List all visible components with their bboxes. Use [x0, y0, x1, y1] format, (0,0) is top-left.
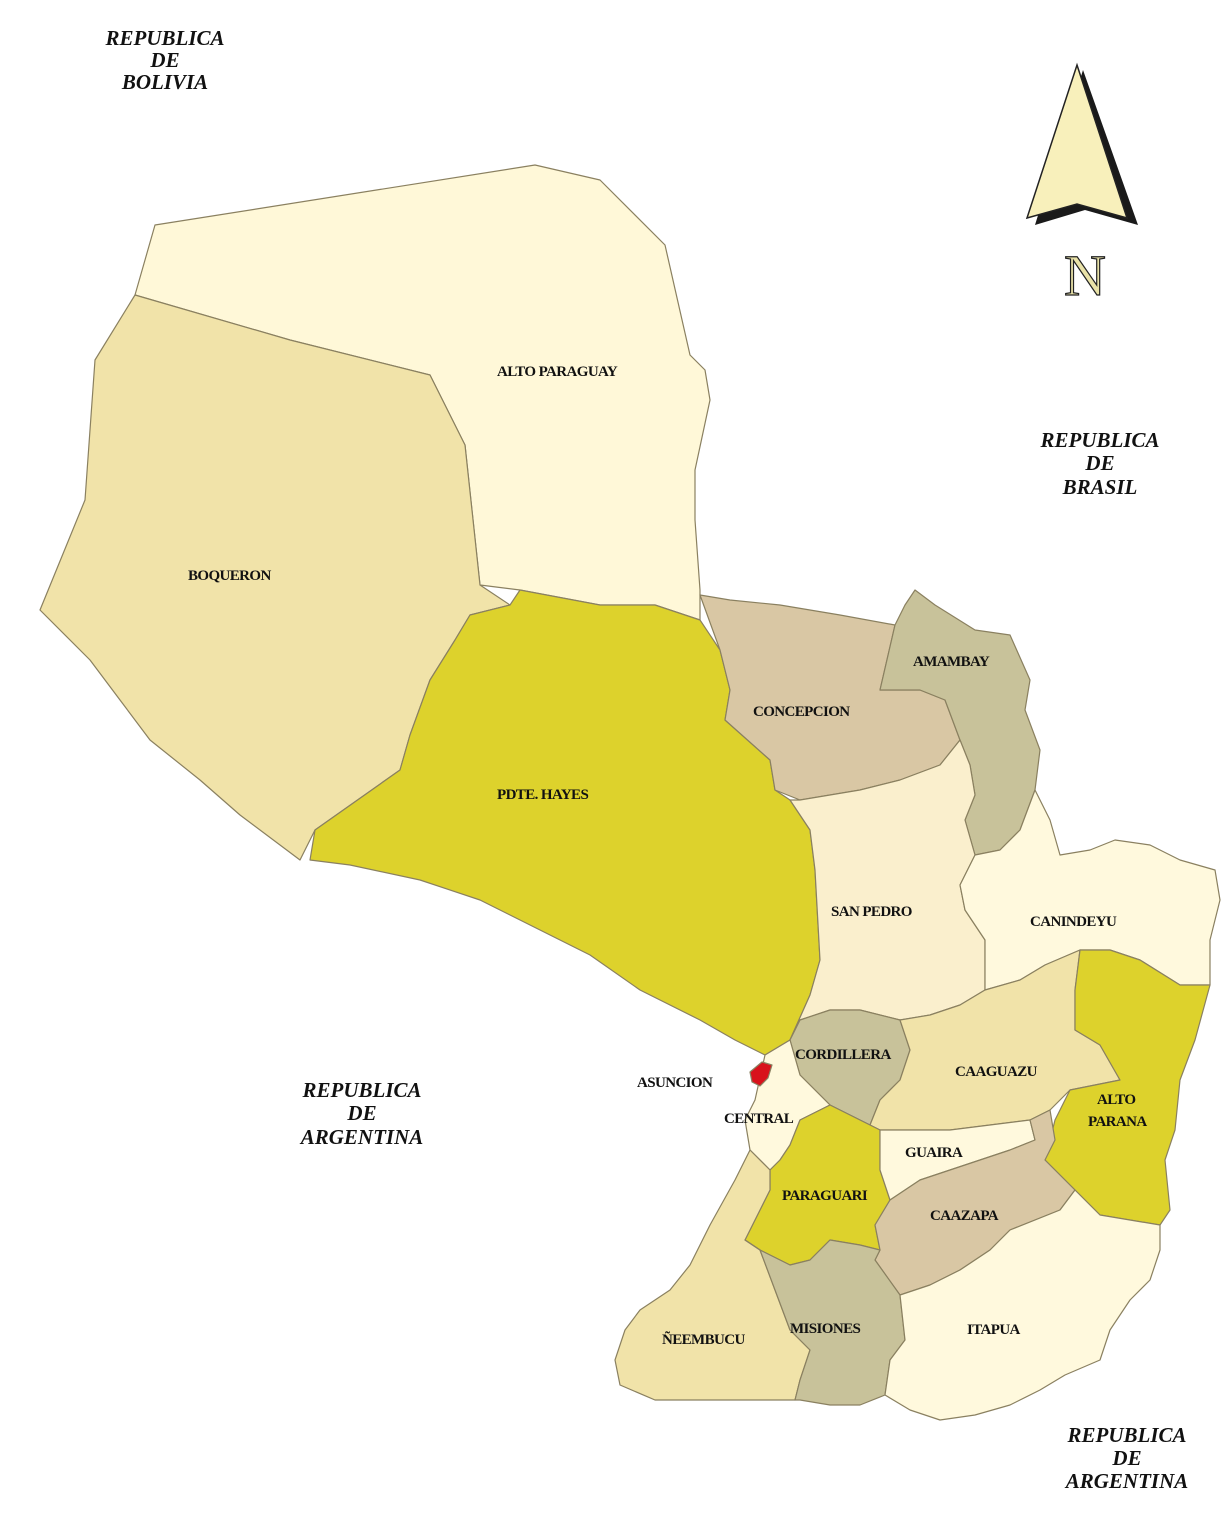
country-label-brasil: REPUBLICA DE BRASIL [1039, 428, 1159, 499]
region-asuncion[interactable] [749, 1061, 773, 1087]
label-amambay: AMAMBAY [913, 654, 990, 670]
label-boqueron: BOQUERON [188, 568, 271, 584]
svg-text:BOLIVIA: BOLIVIA [121, 70, 208, 94]
svg-text:DE: DE [346, 1101, 376, 1125]
label-central: CENTRAL [724, 1111, 794, 1127]
svg-text:REPUBLICA: REPUBLICA [104, 26, 224, 50]
label-alto-parana-line1: ALTO [1097, 1092, 1135, 1108]
svg-text:REPUBLICA: REPUBLICA [1066, 1423, 1186, 1447]
label-alto-paraguay: ALTO PARAGUAY [497, 364, 618, 380]
svg-text:REPUBLICA: REPUBLICA [1039, 428, 1159, 452]
country-label-bolivia: REPUBLICA DE BOLIVIA [104, 26, 224, 94]
region-itapua[interactable] [884, 1189, 1161, 1421]
label-concepcion: CONCEPCION [753, 704, 850, 720]
label-paraguari: PARAGUARI [782, 1188, 868, 1204]
label-canindeyu: CANINDEYU [1030, 914, 1117, 930]
svg-text:DE: DE [149, 48, 179, 72]
svg-text:DE: DE [1111, 1446, 1141, 1470]
label-misiones: MISIONES [790, 1321, 860, 1337]
label-cordillera: CORDILLERA [795, 1047, 891, 1063]
north-letter: N [1064, 243, 1106, 308]
label-san-pedro: SAN PEDRO [831, 904, 912, 920]
svg-text:BRASIL: BRASIL [1062, 475, 1138, 499]
country-label-argentina-west: REPUBLICA DE ARGENTINA [299, 1078, 424, 1149]
svg-text:DE: DE [1084, 451, 1114, 475]
label-neembucu: ÑEEMBUCU [662, 1330, 745, 1348]
label-alto-parana-line2: PARANA [1088, 1114, 1147, 1130]
svg-text:ARGENTINA: ARGENTINA [1064, 1469, 1189, 1493]
label-guaira: GUAIRA [905, 1145, 963, 1161]
label-caaguazu: CAAGUAZU [955, 1064, 1038, 1080]
label-asuncion: ASUNCION [637, 1075, 713, 1091]
north-arrow-icon: N [1025, 62, 1138, 309]
label-caazapa: CAAZAPA [930, 1208, 999, 1224]
label-itapua: ITAPUA [967, 1322, 1021, 1338]
svg-text:REPUBLICA: REPUBLICA [301, 1078, 421, 1102]
country-label-argentina-south: REPUBLICA DE ARGENTINA [1064, 1423, 1189, 1493]
svg-text:ARGENTINA: ARGENTINA [299, 1125, 424, 1149]
label-pdte-hayes: PDTE. HAYES [497, 787, 588, 803]
